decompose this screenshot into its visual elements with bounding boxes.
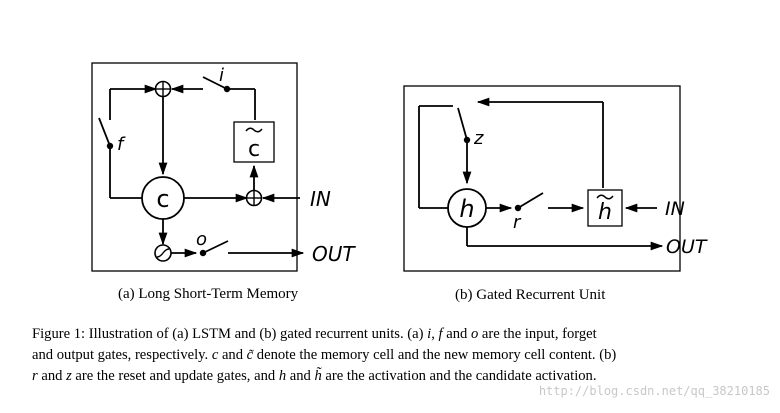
gru-frame [403,85,681,272]
caption-var: h̃ [314,368,322,384]
caption-line-2: and output gates, respectively. c and c̃… [32,345,772,366]
new-memory-content-box [233,121,275,163]
lstm-subcaption: (a) Long Short-Term Memory [118,286,299,302]
update-gate-switch [457,107,468,141]
input-gate-switch [202,76,228,90]
caption-text: are the activation and the candidate act… [321,368,597,384]
gru-diagram: z h r h IN OUT [403,85,708,272]
lstm-out-label: OUT [312,242,356,266]
gru-subcaption: (b) Gated Recurrent Unit [455,287,606,303]
candidate-activation-label: h [598,200,612,225]
caption-text: , [431,326,439,342]
caption-text: and [218,347,247,363]
gru-out-label: OUT [666,236,708,258]
lstm-top-adder [154,80,172,98]
tilde-icon [596,194,614,200]
caption-text: and [37,368,67,384]
reset-gate-label: r [513,212,522,233]
tilde-icon [245,127,263,133]
reset-gate-switch [517,192,544,209]
lstm-right-adder [245,189,263,207]
caption-var: r [32,368,38,384]
caption-line-1: Figure 1: Illustration of (a) LSTM and (… [32,324,772,345]
caption-var: f [438,326,443,342]
caption-text: and [286,368,315,384]
caption-line-3: r and z are the reset and update gates, … [32,366,772,387]
candidate-activation-box [587,189,623,227]
caption-text: and output gates, respectively. [32,347,212,363]
caption-text: Figure 1: Illustration of (a) LSTM and (… [32,326,428,342]
forget-gate-switch [98,117,111,147]
output-gate-label: o [196,229,207,250]
caption-text: and [442,326,471,342]
activation-label: h [459,195,474,223]
memory-cell-label: c [156,185,169,213]
figure-caption: Figure 1: Illustration of (a) LSTM and (… [32,324,772,387]
watermark: http://blog.csdn.net/qq_38210185 [538,384,770,398]
caption-text: denote the memory cell and the new memor… [253,347,617,363]
caption-var: o [470,326,479,342]
caption-text: are the input, forget [478,326,597,342]
caption-var: c̃ [246,347,254,363]
forget-gate-label: f [117,134,126,155]
new-memory-content-label: c [248,137,260,162]
update-gate-label: z [473,128,484,149]
output-gate-switch [202,240,229,254]
gru-in-label: IN [665,198,685,220]
lstm-frame [91,62,298,272]
caption-var: h [278,368,287,384]
input-gate-label: i [219,65,224,86]
lstm-diagram: c IN c OUT i f o [91,62,356,272]
caption-var: c [211,347,219,363]
caption-text: are the reset and update gates, and [71,368,279,384]
caption-var: i [427,326,432,342]
squash-icon [154,244,172,262]
caption-var: z [66,368,72,384]
lstm-in-label: IN [310,187,331,211]
